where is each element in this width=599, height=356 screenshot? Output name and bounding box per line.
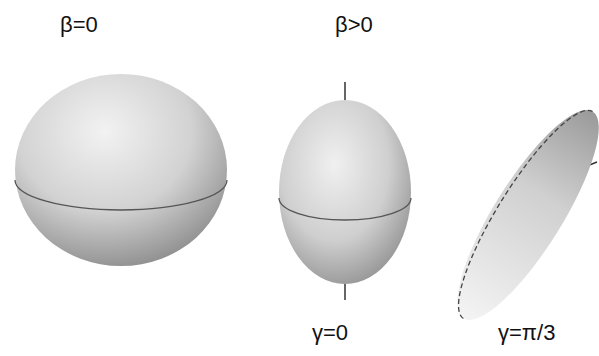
prolate-shape: [279, 82, 411, 300]
beta-label: β=0: [60, 14, 98, 36]
beta-label: β>0: [335, 14, 373, 36]
oblate-shape: [435, 94, 599, 337]
gamma-label: γ=π/3: [498, 322, 555, 344]
gamma-label: γ=0: [312, 322, 348, 344]
spherical-shape: [15, 74, 227, 266]
